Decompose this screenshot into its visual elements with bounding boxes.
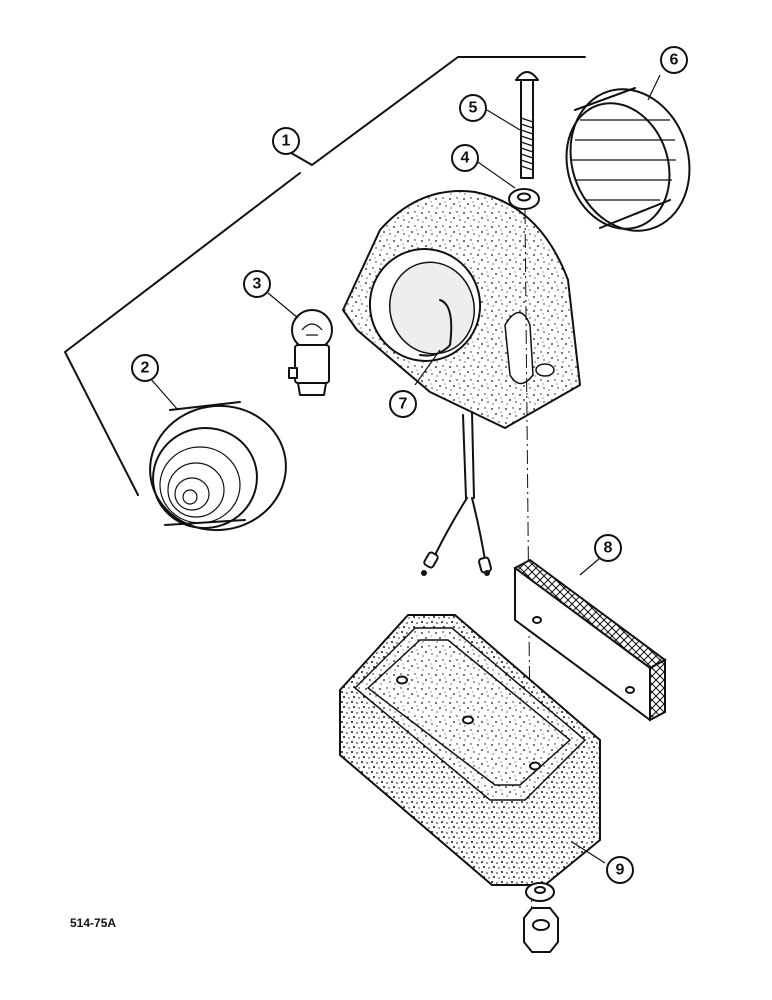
callout-5: 5: [459, 94, 487, 122]
assembly-bracket: [64, 56, 586, 496]
callout-1-label: 1: [282, 133, 291, 150]
callout-8-label: 8: [604, 540, 613, 557]
part-6-lens-ring: [565, 87, 691, 232]
part-4-washer: [508, 188, 540, 210]
callout-6: 6: [660, 46, 688, 74]
callout-2-label: 2: [141, 360, 150, 377]
part-8-reflector: [513, 558, 667, 722]
callout-7: 7: [389, 390, 417, 418]
callout-4-label: 4: [461, 150, 470, 167]
part-9-base: [339, 614, 601, 886]
bottom-nut: [523, 907, 559, 953]
callout-8: 8: [594, 534, 622, 562]
callout-4: 4: [451, 144, 479, 172]
callout-9: 9: [606, 856, 634, 884]
callout-2: 2: [131, 354, 159, 382]
cable-harness: [421, 411, 492, 576]
callout-3-label: 3: [253, 276, 262, 293]
part-2-lens: [149, 401, 287, 532]
callout-5-label: 5: [469, 100, 478, 117]
callout-9-label: 9: [616, 862, 625, 879]
part-5-bolt: [515, 71, 539, 179]
lamp-housing: [342, 190, 581, 429]
part-3-bulb: [288, 309, 333, 396]
leader-lines: [149, 74, 661, 864]
callout-7-label: 7: [399, 396, 408, 413]
callout-1: 1: [272, 127, 300, 155]
callout-3: 3: [243, 270, 271, 298]
callout-6-label: 6: [670, 52, 679, 69]
drawing-reference-number: 514-75A: [70, 916, 117, 930]
bottom-washer: [525, 882, 555, 902]
